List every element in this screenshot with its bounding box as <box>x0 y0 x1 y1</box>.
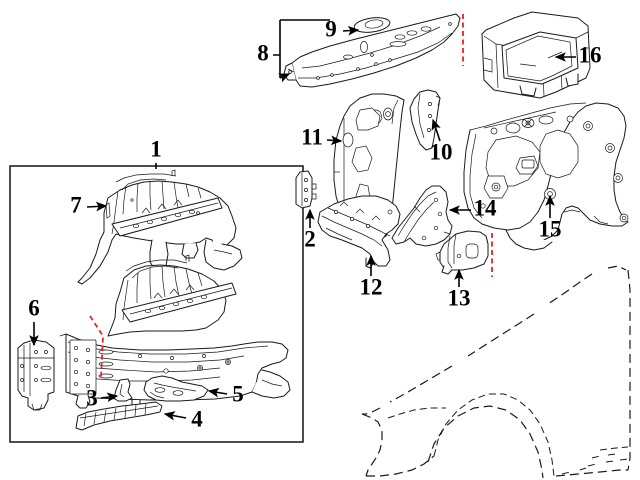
callout-label-14: 14 <box>474 195 498 220</box>
callout-label-3: 3 <box>86 385 98 410</box>
leader-10 <box>431 118 441 142</box>
section-markers <box>89 14 493 379</box>
leader-9 <box>342 25 360 36</box>
part-4-sill-extension-rail <box>75 401 163 431</box>
callout-label-9: 9 <box>325 16 337 41</box>
part-7-wheelhouse-inner-panel <box>77 169 243 285</box>
callout-label-10: 10 <box>430 139 453 164</box>
callout-label-16: 16 <box>579 42 602 67</box>
callout-leaders <box>29 19 576 421</box>
part-10-cowl-side-brace <box>409 89 441 151</box>
callout-label-6: 6 <box>28 295 40 320</box>
callout-label-12: 12 <box>360 274 383 299</box>
callout-label-7: 7 <box>70 192 82 217</box>
leader-4 <box>163 411 187 421</box>
part-16-battery-tray <box>481 11 591 99</box>
front-fender-phantom-outline <box>361 265 631 479</box>
part-2-hinge-pillar-reinforcement-bracket <box>295 170 317 209</box>
leader-11 <box>326 135 343 146</box>
part-6-front-body-mount-bracket <box>17 339 55 411</box>
part-8-cowl-top-panel-assembly <box>283 13 461 88</box>
callout-label-5: 5 <box>232 381 244 406</box>
callout-label-2: 2 <box>304 226 316 251</box>
leader-8-bracket <box>273 19 330 78</box>
part-14-floor-crossmember-bracket <box>391 185 453 247</box>
section-marker-apron <box>89 315 104 379</box>
callout-labels: 1 2 3 4 5 6 7 8 9 10 11 12 13 14 15 16 <box>28 16 601 431</box>
part-12-front-side-member-extension <box>317 195 401 269</box>
callout-label-15: 15 <box>539 216 562 241</box>
part-15-wheelhouse-outer-panel <box>463 102 629 251</box>
part-13-torque-box-bracket <box>435 230 489 275</box>
leader-8-arrow <box>277 73 291 83</box>
leader-3 <box>100 392 119 402</box>
part-5-apron-reinforcement-plate <box>143 375 209 402</box>
leader-5 <box>207 387 228 398</box>
callout-label-4: 4 <box>191 406 203 431</box>
callout-label-11: 11 <box>301 124 323 149</box>
leader-7 <box>86 201 108 212</box>
callout-label-1: 1 <box>150 136 162 161</box>
callout-label-13: 13 <box>448 285 471 310</box>
callout-label-8: 8 <box>257 40 269 65</box>
